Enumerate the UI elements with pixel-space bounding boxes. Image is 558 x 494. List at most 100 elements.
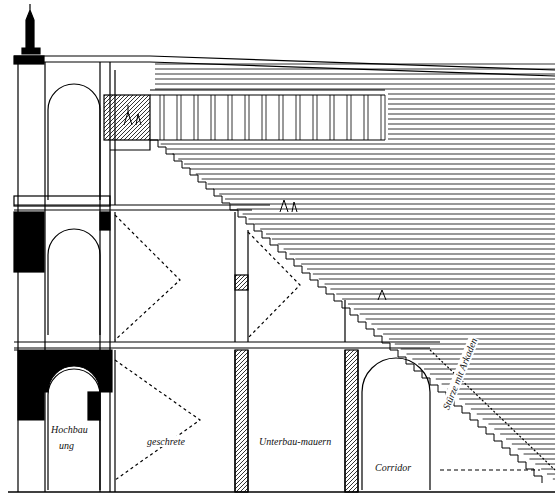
seat-row <box>155 79 555 80</box>
column <box>262 95 266 140</box>
seat-row <box>494 429 555 430</box>
seat-row <box>412 359 555 360</box>
column <box>364 95 368 140</box>
seat-row <box>213 189 555 190</box>
seat-row <box>155 69 555 70</box>
seat-row <box>488 424 555 425</box>
seat-row <box>184 164 555 165</box>
seat-row <box>471 409 555 410</box>
seat-row <box>307 269 555 270</box>
seat-row <box>155 74 555 75</box>
column <box>245 95 249 140</box>
seat-row <box>388 124 555 125</box>
column <box>160 95 164 140</box>
seat-row <box>401 349 555 350</box>
seat-row <box>172 154 555 155</box>
seat-row <box>319 279 555 280</box>
column <box>330 95 334 140</box>
seat-row <box>500 434 555 435</box>
seat-row <box>284 249 555 250</box>
seat-row <box>430 374 555 375</box>
seat-row <box>167 149 555 150</box>
seat-row <box>366 319 555 320</box>
seat-row <box>208 184 555 185</box>
seat-row <box>237 209 555 210</box>
seat-row <box>547 474 555 475</box>
seat-row <box>388 134 555 135</box>
column <box>296 95 300 140</box>
part-label: Corridor <box>374 462 412 473</box>
seat-row <box>465 404 555 405</box>
seat-row <box>178 159 555 160</box>
seat-row <box>248 219 555 220</box>
seat-row <box>354 309 555 310</box>
seat-row <box>342 299 555 300</box>
seat-row <box>202 179 555 180</box>
seat-row <box>272 239 555 240</box>
seat-row <box>155 84 555 85</box>
column <box>279 95 283 140</box>
seat-row <box>225 199 555 200</box>
column <box>347 95 351 140</box>
seat-row <box>289 254 555 255</box>
seat-row <box>407 354 555 355</box>
seat-row <box>231 204 555 205</box>
seat-row <box>541 469 555 470</box>
seat-row <box>506 439 555 440</box>
seat-row <box>477 414 555 415</box>
seat-row <box>219 194 555 195</box>
seat-row <box>155 64 555 65</box>
seat-row <box>483 419 555 420</box>
column <box>381 95 385 140</box>
seat-row <box>518 449 555 450</box>
seat-row <box>388 94 555 95</box>
part-label: Hochbau <box>50 424 89 435</box>
seat-row <box>336 294 555 295</box>
seat-row <box>512 444 555 445</box>
seat-row <box>424 369 555 370</box>
seat-row <box>535 464 555 465</box>
seat-row <box>155 89 555 90</box>
seat-row <box>553 479 555 480</box>
column <box>211 95 215 140</box>
seat-row <box>453 394 555 395</box>
part-label: ung <box>58 440 75 451</box>
seat-row <box>377 329 555 330</box>
seat-row <box>266 234 555 235</box>
seat-row <box>388 104 555 105</box>
seat-row <box>161 144 555 145</box>
column <box>194 95 198 140</box>
seat-row <box>360 314 555 315</box>
seat-row <box>190 169 555 170</box>
seat-row <box>447 389 555 390</box>
seat-row <box>388 109 555 110</box>
seating-steps <box>150 140 542 483</box>
seat-row <box>313 274 555 275</box>
seat-row <box>388 114 555 115</box>
part-label: Unterbau-mauern <box>258 436 332 447</box>
part-label: geschrete <box>146 436 186 447</box>
seat-row <box>388 129 555 130</box>
seat-row <box>243 214 555 215</box>
column <box>228 95 232 140</box>
seat-row <box>330 289 555 290</box>
seat-row <box>278 244 555 245</box>
seat-row <box>295 259 555 260</box>
seat-row <box>260 229 555 230</box>
column <box>177 95 181 140</box>
seat-row <box>459 399 555 400</box>
seat-row <box>529 459 555 460</box>
seat-row <box>388 99 555 100</box>
seat-row <box>418 364 555 365</box>
seat-row <box>348 304 555 305</box>
seat-row <box>325 284 555 285</box>
seat-row <box>388 119 555 120</box>
seat-row <box>388 139 555 140</box>
seat-row <box>254 224 555 225</box>
seat-row <box>196 174 555 175</box>
seat-row <box>371 324 555 325</box>
seat-row <box>524 454 555 455</box>
seat-row <box>301 264 555 265</box>
